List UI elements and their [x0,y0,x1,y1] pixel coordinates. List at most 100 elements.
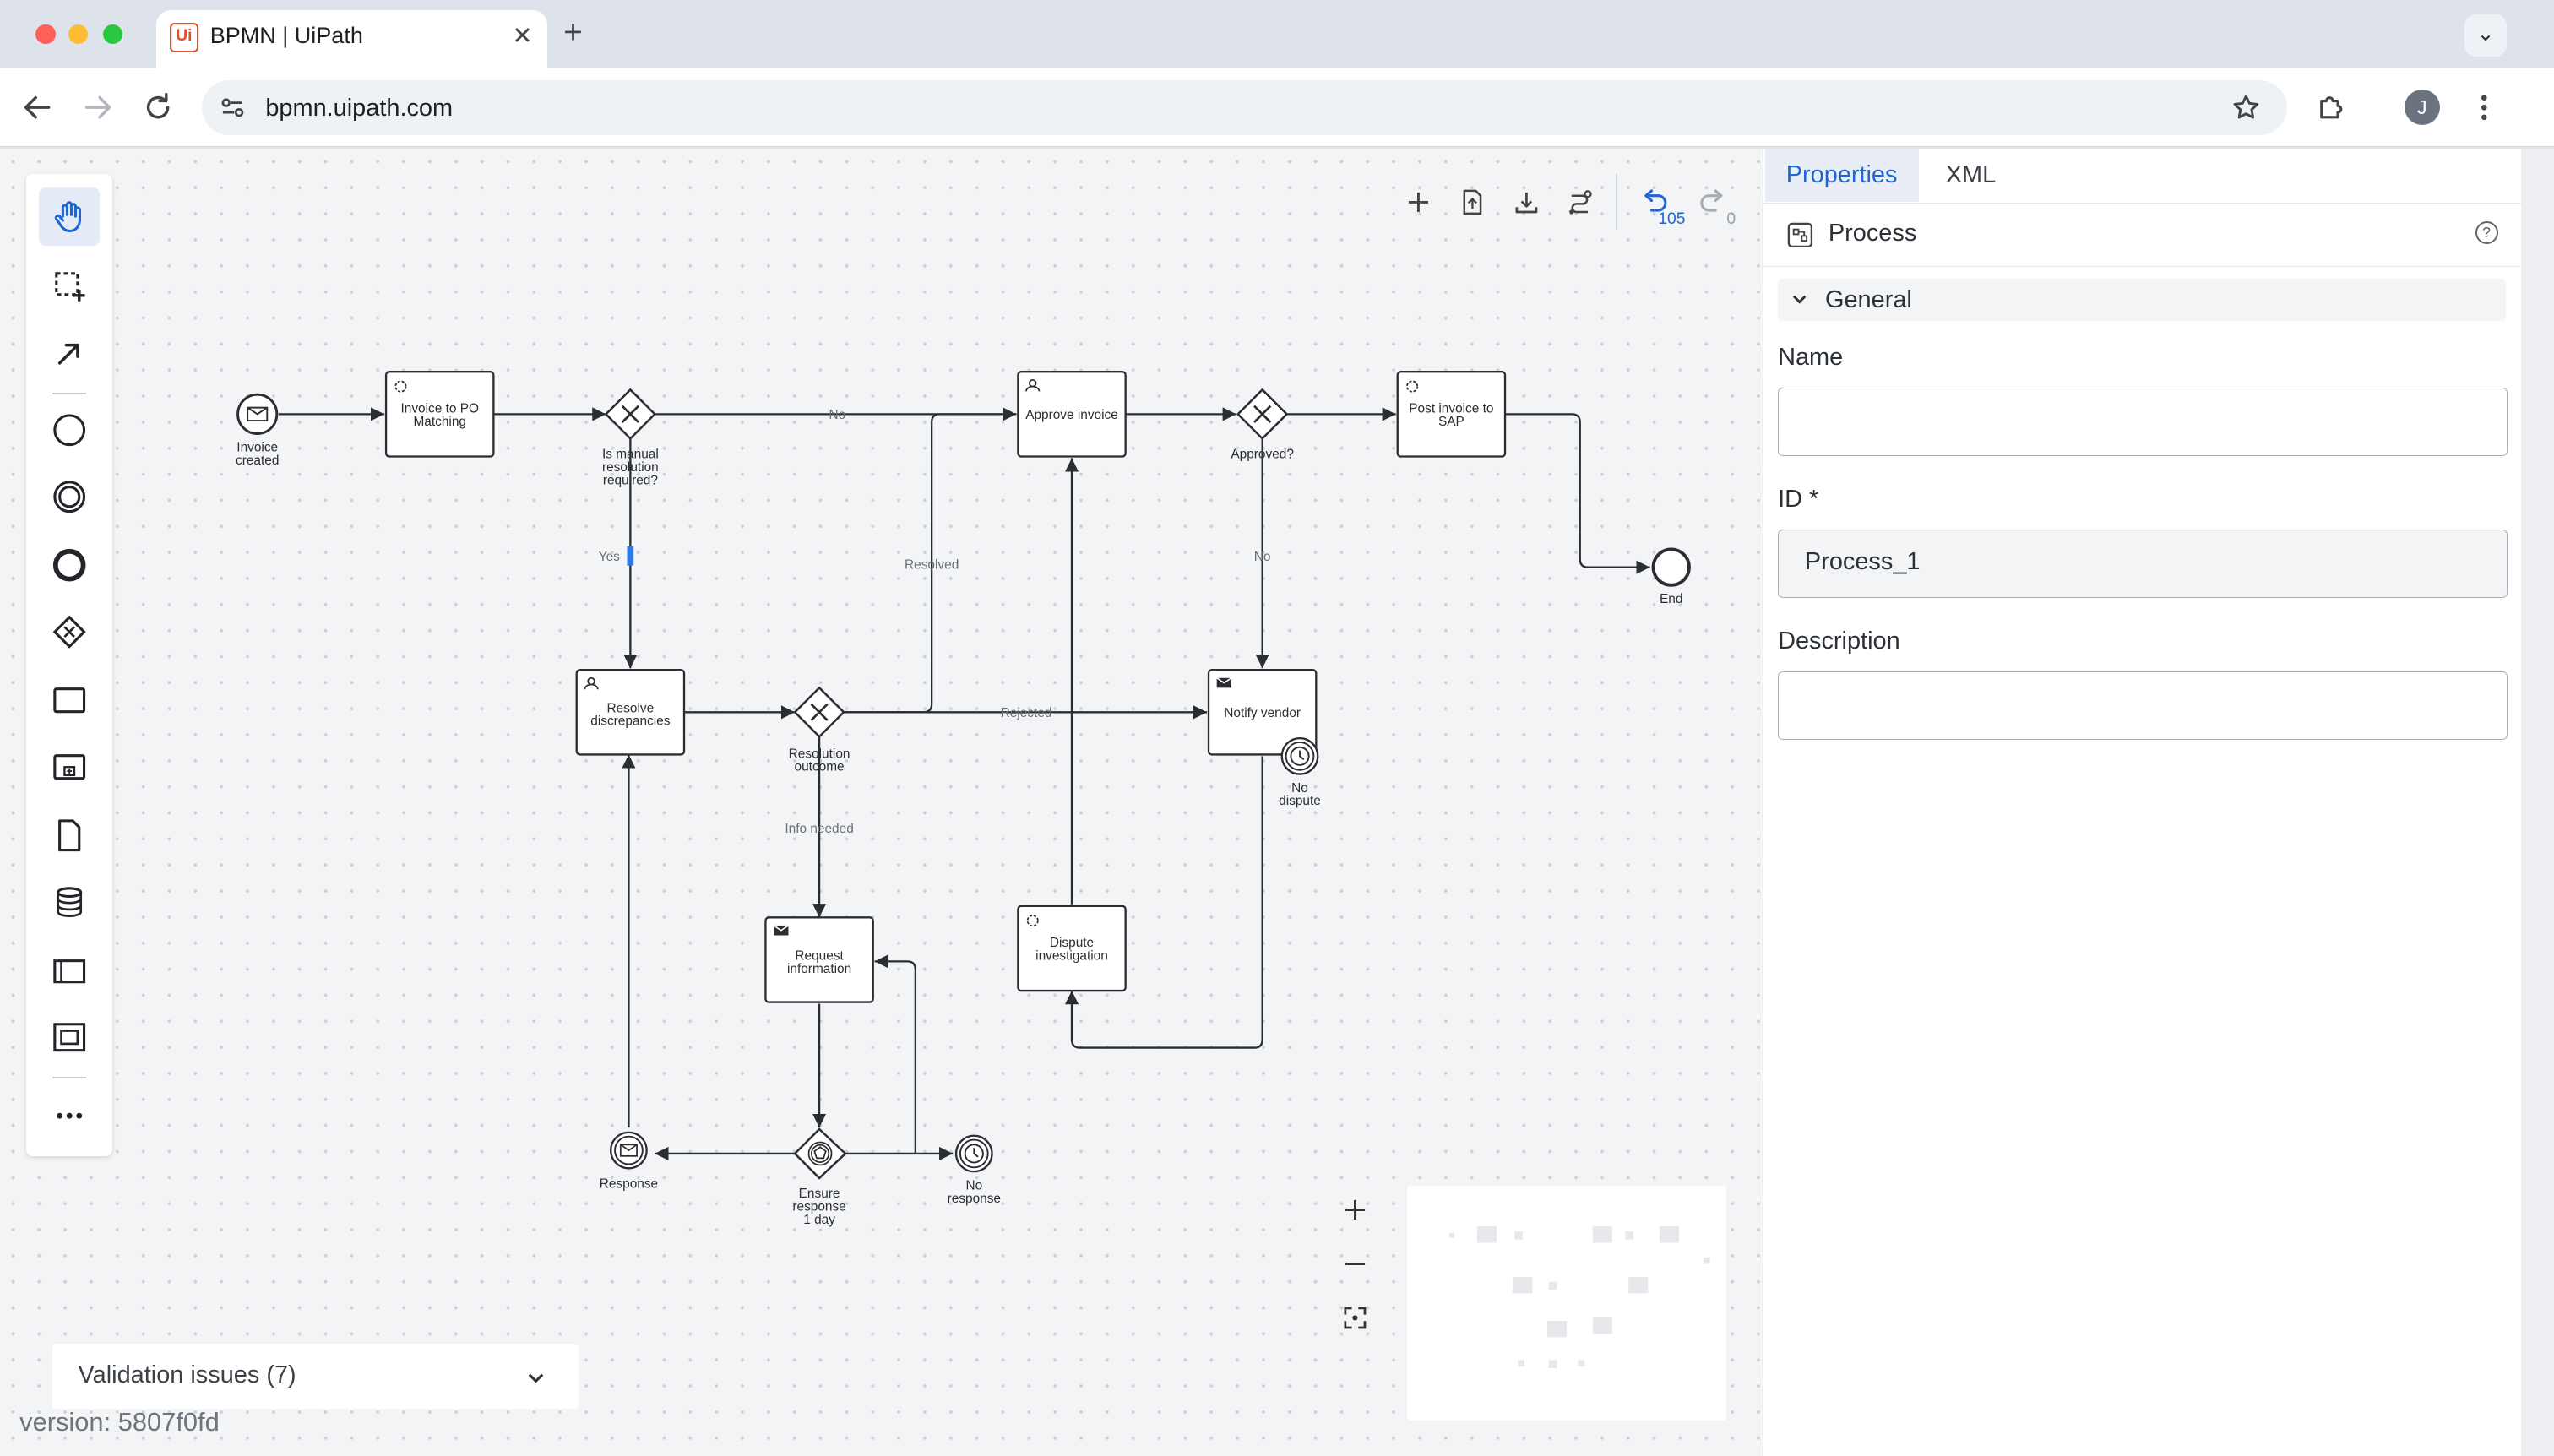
chevron-down-icon[interactable] [524,1366,547,1389]
maximize-window-button[interactable] [102,24,122,45]
end-event-label: End [1660,592,1682,606]
group-tool-icon[interactable] [39,1008,99,1067]
start-event-tool-icon[interactable] [39,400,99,459]
data-store-tool-icon[interactable] [39,873,99,932]
task-tool-icon[interactable] [39,671,99,730]
service-task-gear-icon [1026,914,1039,926]
connect-tool-icon[interactable] [39,324,99,383]
id-field[interactable]: Process_1 [1778,529,2508,598]
download-icon[interactable] [1508,184,1544,220]
intermediate-event-tool-icon[interactable] [39,467,99,525]
undo-icon[interactable] [1637,184,1672,220]
element-type-title: Process [1828,220,1917,247]
task-notify-vendor[interactable]: Notify vendor [1207,668,1318,756]
flow-label-rejected: Rejected [1001,706,1052,720]
site-settings-icon[interactable] [220,95,246,121]
description-field-label: Description [1778,627,1900,655]
gateway-approved[interactable]: Approved? [1231,388,1294,461]
flow-label-resolved: Resolved [905,557,959,572]
extensions-icon[interactable] [2315,91,2348,124]
message-icon [247,406,269,421]
url-text: bpmn.uipath.com [265,94,454,122]
flow-label-yes: Yes [599,549,620,563]
gateway-tool-icon[interactable] [39,603,99,661]
validation-issues-label: Validation issues (7) [78,1361,296,1389]
close-tab-icon[interactable]: ✕ [512,23,533,51]
browser-tab[interactable]: Ui BPMN | UiPath ✕ [156,9,547,68]
new-tab-icon[interactable]: + [563,14,583,52]
more-tools-icon[interactable] [39,1086,99,1144]
exclusive-x-icon [810,703,829,721]
tab-search-icon[interactable]: ⌄ [2464,14,2508,57]
validation-issues-panel[interactable]: Validation issues (7) [52,1344,579,1410]
bookmark-star-icon[interactable] [2231,93,2261,122]
end-event[interactable]: End [1651,547,1691,606]
address-bar[interactable]: bpmn.uipath.com [202,79,2287,136]
fit-to-screen-icon[interactable] [1335,1298,1374,1337]
timer-icon [964,1143,984,1164]
minimap[interactable] [1407,1186,1727,1421]
version-text: version: 5807f0fd [19,1407,220,1437]
hand-tool-icon[interactable] [39,187,100,247]
task-label: Approve invoice [1025,408,1118,422]
subprocess-tool-icon[interactable] [39,738,99,796]
close-window-button[interactable] [35,24,56,45]
chevron-down-icon [1792,295,1806,304]
tab-properties[interactable]: Properties [1764,148,1919,203]
service-task-gear-icon [394,380,407,393]
open-file-icon[interactable] [1454,184,1490,220]
pool-tool-icon[interactable] [39,942,99,1000]
tab-xml[interactable]: XML [1945,160,1997,188]
profile-avatar[interactable]: J [2404,90,2441,126]
task-approve-invoice[interactable]: Approve invoice [1017,370,1127,458]
canvas-toolbar: 105 0 [1401,174,1743,233]
auto-layout-icon[interactable] [1562,184,1598,220]
minimize-window-button[interactable] [68,24,89,45]
end-event-tool-icon[interactable] [39,535,99,594]
description-field[interactable] [1778,671,2508,740]
back-arrow-icon[interactable] [18,88,57,127]
uipath-favicon-icon: Ui [169,22,199,52]
tab-title: BPMN | UiPath [209,22,363,48]
new-diagram-icon[interactable] [1401,184,1437,220]
forward-arrow-icon[interactable] [79,88,117,127]
zoom-out-icon[interactable] [1335,1244,1374,1283]
group-general-header[interactable]: General [1778,278,2507,321]
browser-toolbar: bpmn.uipath.com J [0,68,2554,147]
minimap-preview [1449,1226,1711,1369]
sequence-flows [278,406,1650,1160]
reload-icon[interactable] [139,88,177,127]
redo-icon[interactable] [1694,184,1730,220]
name-field-label: Name [1778,343,1844,371]
name-field[interactable] [1778,388,2508,456]
bpmn-canvas[interactable]: No Yes Resolved No Rejected Info needed … [0,148,1763,1456]
zoom-in-icon[interactable] [1335,1191,1374,1230]
browser-tab-bar: Ui BPMN | UiPath ✕ + ⌄ [0,0,2554,68]
browser-menu-icon[interactable] [2468,91,2501,124]
bpmn-diagram[interactable]: No Yes Resolved No Rejected Info needed … [0,149,1763,1456]
lasso-select-icon[interactable] [39,258,99,316]
data-object-tool-icon[interactable] [39,807,99,865]
catch-message-event-response[interactable]: Response [600,1131,658,1191]
element-header: Process ? [1763,204,2523,268]
help-icon[interactable]: ? [2475,221,2498,245]
flow-label-no-approved: No [1254,549,1271,563]
